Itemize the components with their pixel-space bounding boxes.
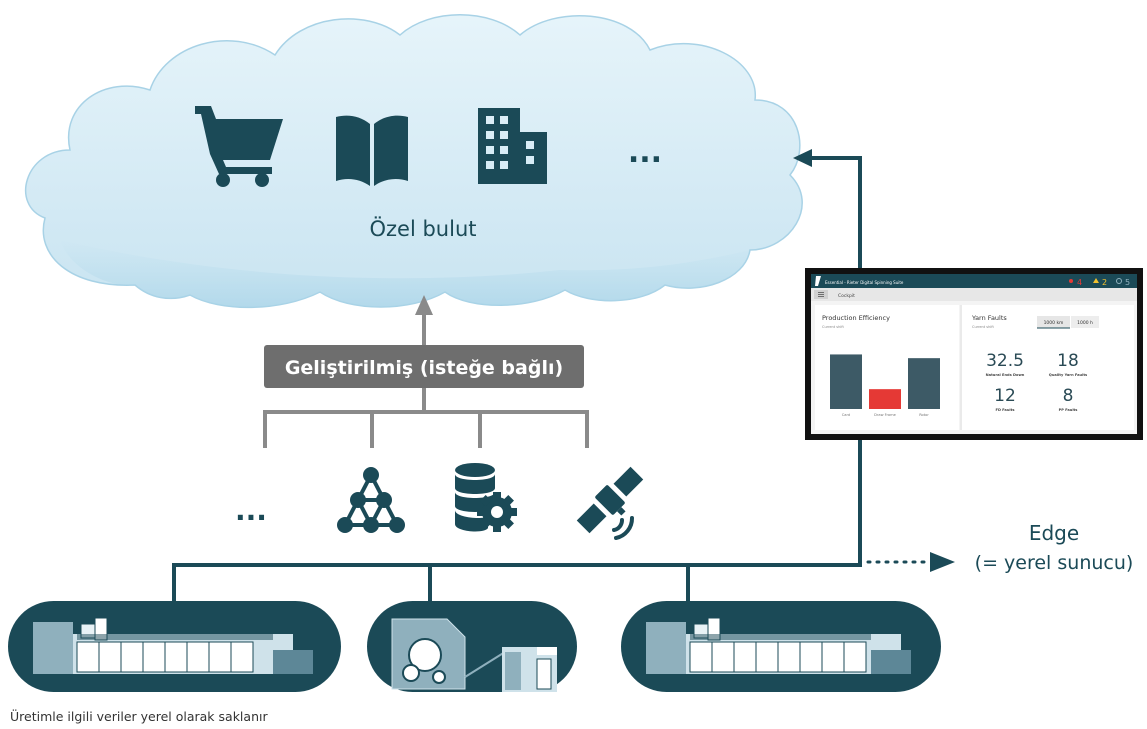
machine-pill-right (621, 601, 941, 692)
alert-info-count: 5 (1125, 278, 1130, 287)
metric-quality-yarn-faults: 18 Quality Yarn Faults (1049, 351, 1087, 377)
app-header-bar (811, 274, 1137, 288)
edge-title: Edge (1029, 521, 1079, 545)
efficiency-title: Production Efficiency (822, 314, 890, 322)
edge-arrow-head (930, 552, 955, 572)
database-gear-icon (455, 463, 517, 532)
satellite-icon (576, 466, 644, 540)
alert-red-icon (1069, 279, 1073, 283)
tab-1000-km[interactable] (1037, 316, 1070, 328)
enhanced-optional-box: Geliştirilmiş (isteğe bağlı) (264, 345, 584, 388)
cloud-shade (60, 240, 750, 308)
tab-1000-km-label: 1000 km (1044, 320, 1064, 326)
network-graph-icon (337, 467, 405, 533)
metric-label: Natural Ends Down (986, 373, 1025, 377)
local-network-bus (172, 156, 862, 605)
cloud-more-ellipsis: ... (628, 135, 662, 170)
efficiency-bar-card (830, 354, 862, 409)
tab-1000-h-label: 1000 h (1077, 320, 1093, 326)
metric-fd-faults: 12 FD Faults (994, 386, 1016, 412)
tab-1000-h[interactable] (1071, 316, 1099, 328)
nav-bar (811, 288, 1137, 301)
app-title: Essential - Rieter Digital Spinning Suit… (825, 280, 904, 285)
efficiency-bar-rotor (908, 358, 940, 409)
book-icon (336, 115, 408, 186)
efficiency-subtitle: Current shift (822, 325, 844, 329)
yarn-faults-subtitle: Current shift (972, 325, 994, 329)
edge-subtitle: (= yerel sunucu) (975, 552, 1134, 574)
metric-pp-faults: 8 PP Faults (1059, 386, 1078, 412)
optional-services-connector (263, 315, 589, 448)
yarn-faults-title: Yarn Faults (971, 314, 1007, 322)
private-cloud: ... Özel bulut (25, 14, 803, 309)
arrow-up-to-cloud (415, 295, 433, 315)
building-icon (478, 108, 547, 184)
efficiency-bar-label: Draw Frame (874, 413, 897, 417)
metric-value: 12 (994, 386, 1016, 406)
metric-value: 32.5 (986, 351, 1024, 371)
machine-pill-left (8, 601, 341, 692)
efficiency-bar-draw-frame (869, 389, 901, 409)
enhanced-optional-label: Geliştirilmiş (isteğe bağlı) (285, 357, 563, 379)
footer-note: Üretimle ilgili veriler yerel olarak sak… (10, 708, 268, 724)
dashboard-monitor: Essential - Rieter Digital Spinning Suit… (805, 268, 1143, 440)
alert-yellow-icon (1093, 278, 1099, 283)
metric-value: 8 (1063, 386, 1074, 406)
arrow-to-cloud (793, 149, 812, 167)
metric-label: PP Faults (1059, 408, 1078, 412)
alert-yellow-count: 2 (1102, 278, 1107, 287)
alert-info-icon (1116, 278, 1122, 284)
efficiency-bar-label: Rotor (919, 413, 929, 417)
metric-label: Quality Yarn Faults (1049, 373, 1087, 377)
cloud-label: Özel bulut (370, 216, 477, 241)
services-more-ellipsis: ... (235, 494, 267, 527)
alert-red-count: 4 (1077, 278, 1082, 287)
nav-cockpit[interactable]: Cockpit (838, 293, 855, 299)
shopping-cart-icon (195, 106, 283, 187)
menu-icon (818, 292, 824, 297)
metric-label: FD Faults (995, 408, 1014, 412)
metric-value: 18 (1057, 351, 1079, 371)
app-logo-icon (815, 276, 821, 286)
efficiency-bar-label: Card (842, 413, 850, 417)
machine-pill-center (367, 601, 577, 692)
efficiency-bar-chart: Card Draw Frame Rotor (830, 354, 940, 417)
metric-natural-ends-down: 32.5 Natural Ends Down (986, 351, 1025, 377)
